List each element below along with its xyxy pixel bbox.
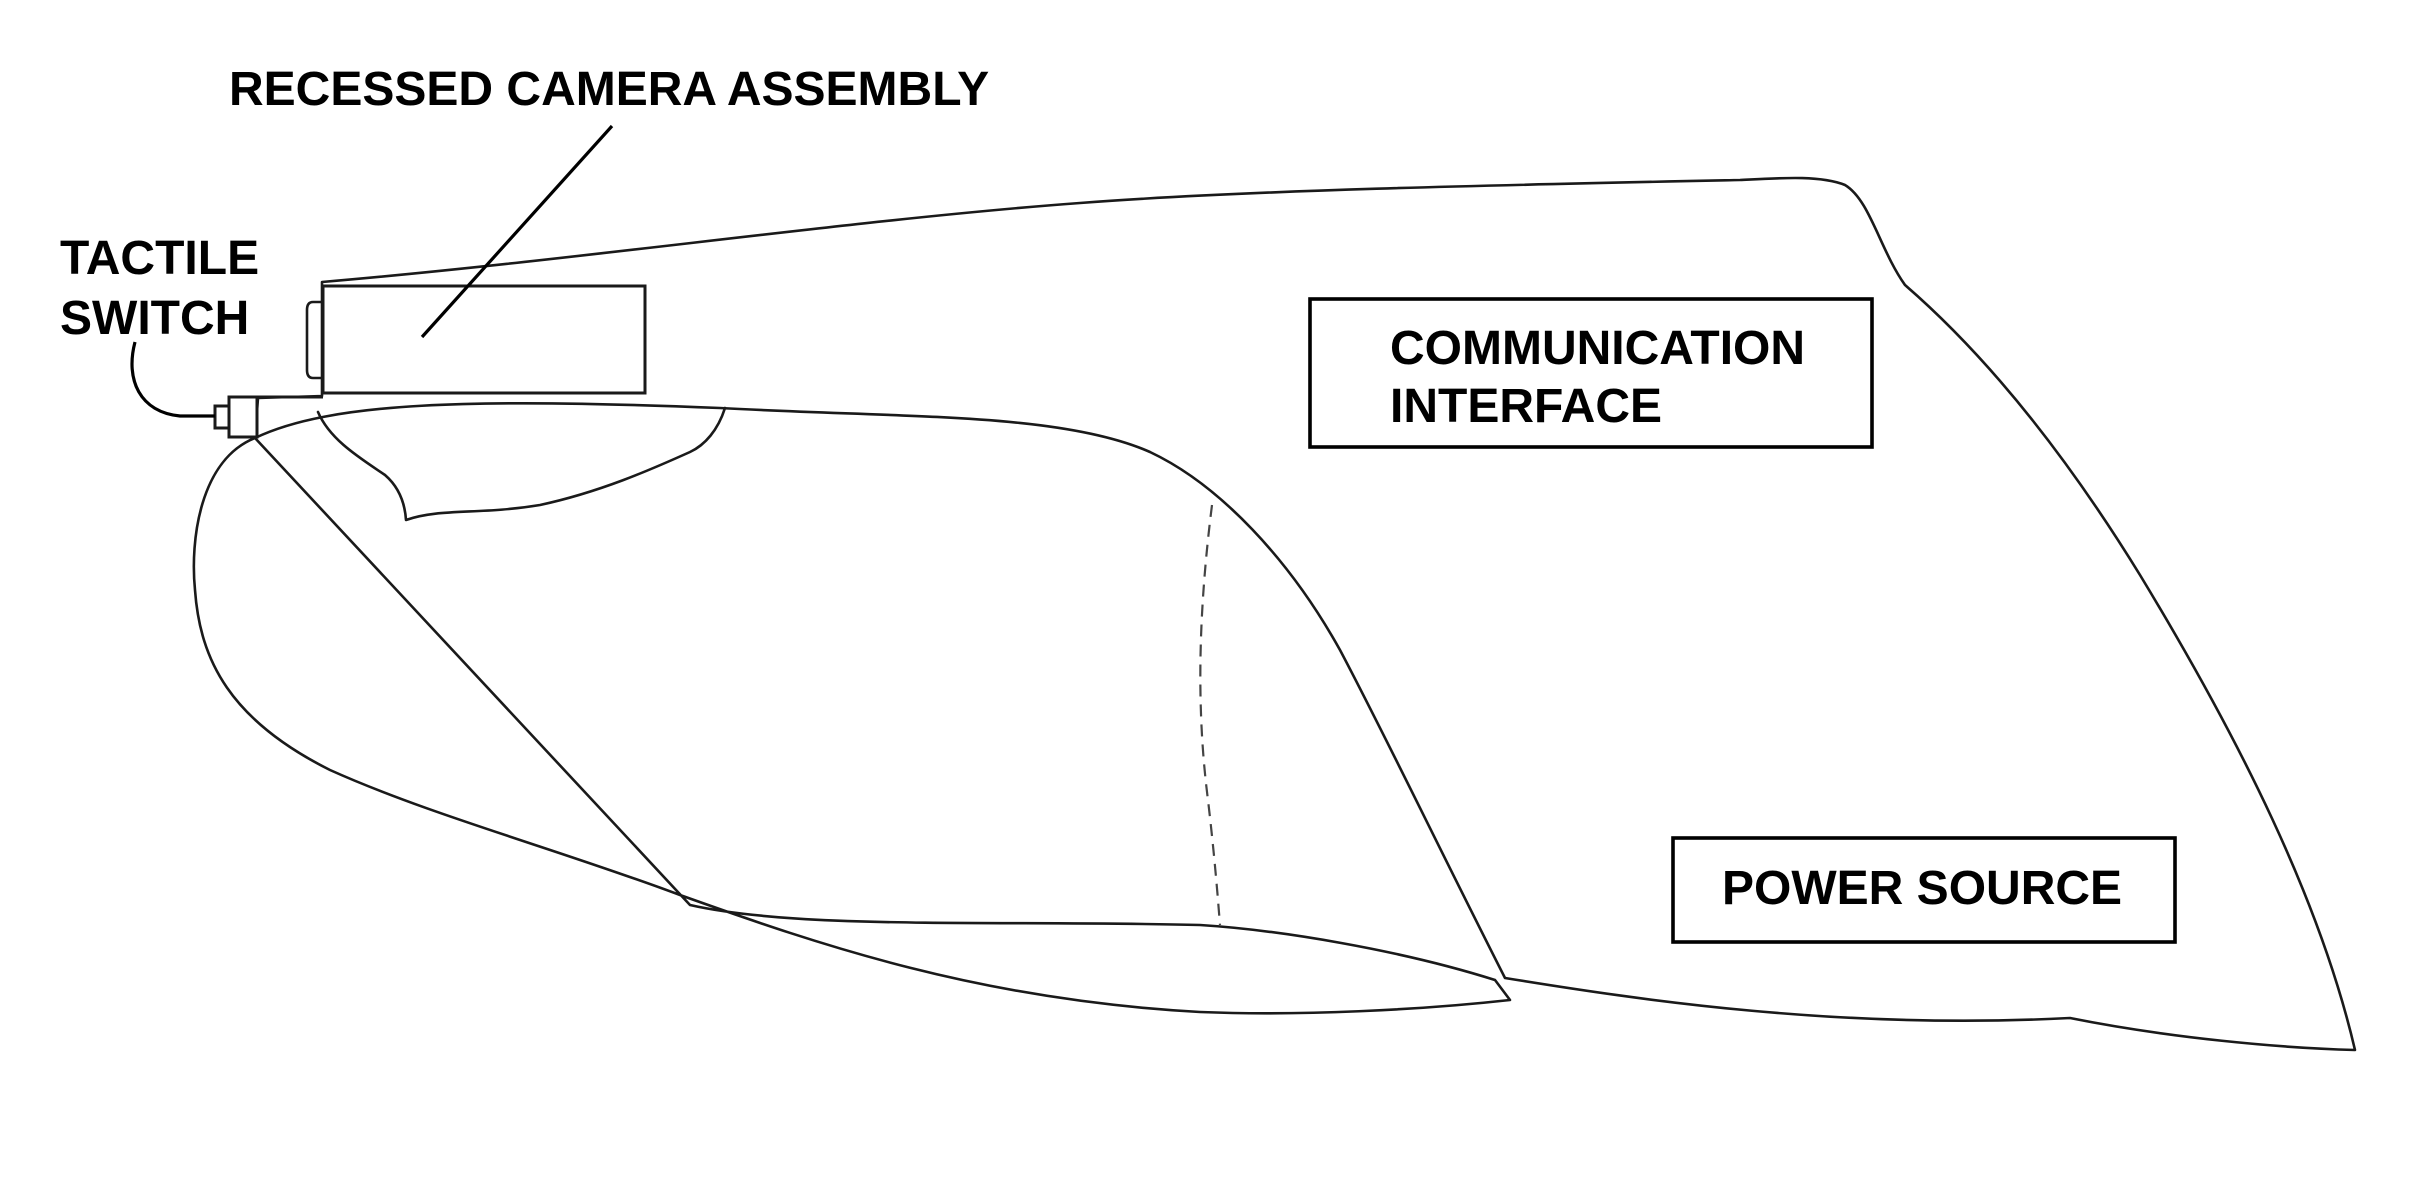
tactile-switch-label-line2: SWITCH	[60, 292, 249, 345]
power-source-box	[1671, 836, 2177, 944]
communication-interface-label-line1: COMMUNICATION	[1390, 322, 1805, 375]
camera-leader-line	[420, 124, 614, 339]
fold-dashed-line	[1199, 504, 1222, 926]
camera-label: RECESSED CAMERA ASSEMBLY	[229, 63, 989, 116]
camera-lens-bump	[305, 300, 325, 380]
tactile-switch-body	[227, 395, 259, 439]
device-body	[253, 176, 2357, 1052]
camera-assembly-box	[321, 284, 647, 395]
tactile-switch-button	[213, 404, 231, 430]
knuckle-flap-outline	[316, 406, 727, 522]
communication-interface-label-line2: INTERFACE	[1390, 380, 1662, 433]
hand-outline	[192, 436, 1512, 1015]
communication-interface-box	[1308, 297, 1874, 449]
tactile-switch-label-line1: TACTILE	[60, 232, 259, 285]
switch-leader-line	[130, 341, 215, 418]
power-source-label: POWER SOURCE	[1722, 862, 2122, 915]
